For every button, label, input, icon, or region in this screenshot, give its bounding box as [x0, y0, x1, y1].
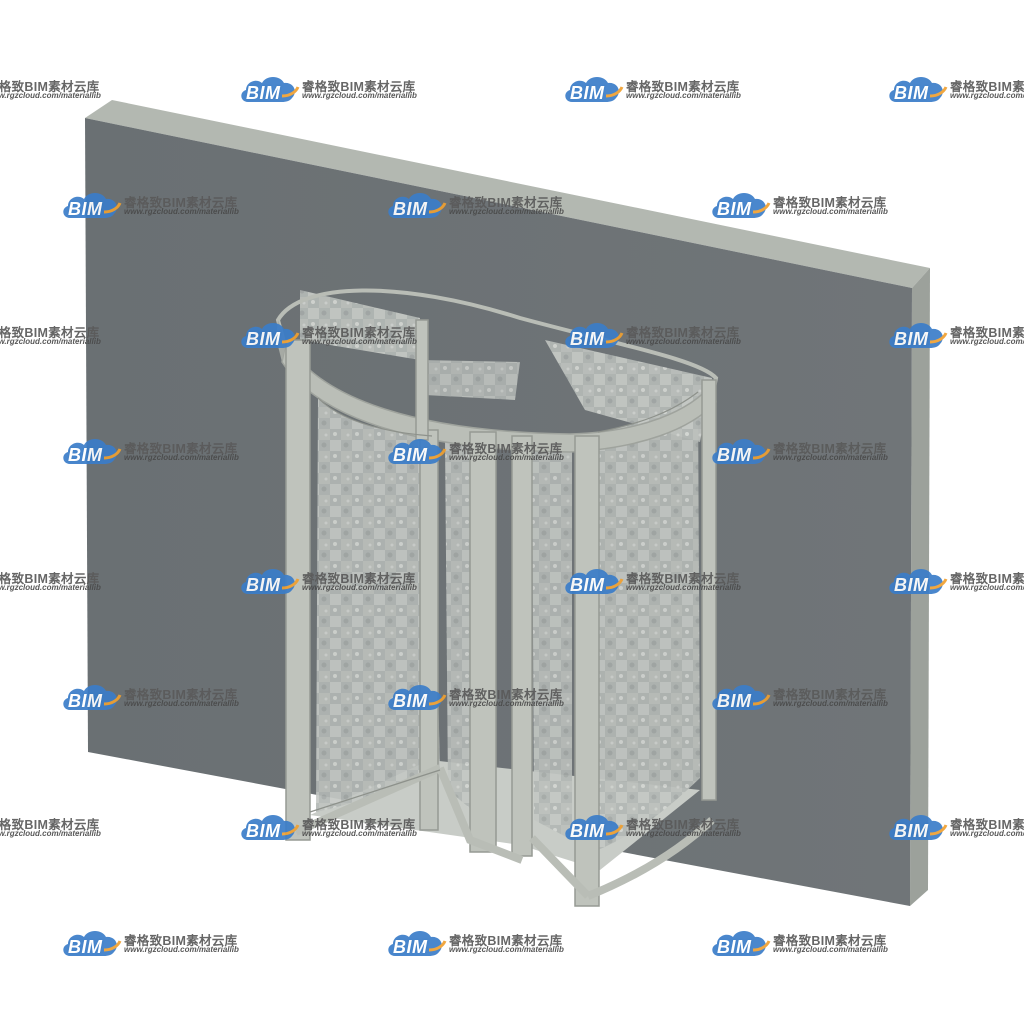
- wall-side-edge: [910, 268, 930, 906]
- wall-top-edge: [85, 100, 930, 288]
- rear-post: [415, 319, 429, 441]
- bottom-sills: [294, 764, 715, 900]
- right-back-post: [701, 379, 717, 801]
- center-post: [469, 431, 497, 853]
- left-front-post: [285, 339, 311, 841]
- center-right-post: [511, 435, 533, 857]
- right-curved-glass: [598, 392, 700, 850]
- door-wings: [420, 360, 572, 840]
- frame-lines: [309, 391, 699, 813]
- left-mid-post: [419, 429, 439, 831]
- right-front-post: [574, 435, 600, 907]
